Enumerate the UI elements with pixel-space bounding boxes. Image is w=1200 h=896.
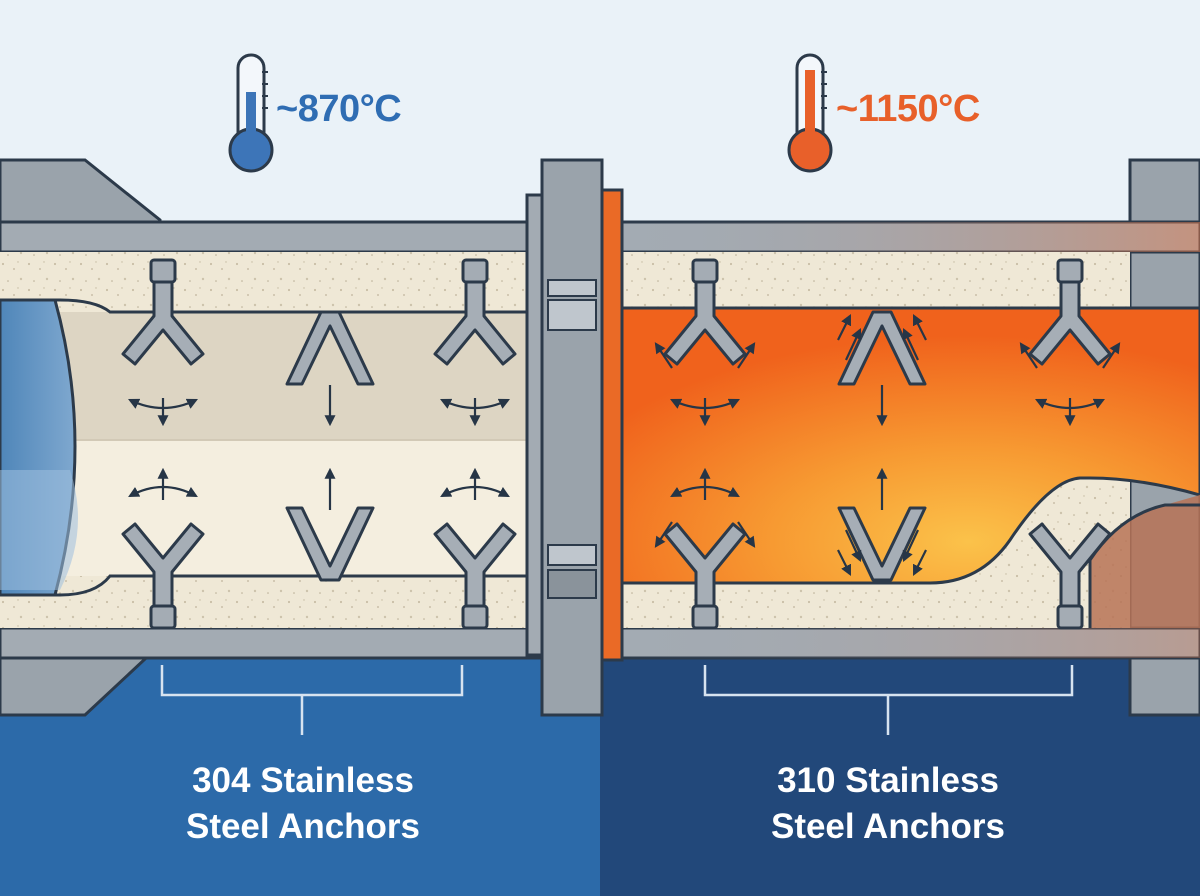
center-flange-icon bbox=[542, 160, 602, 715]
left-temperature-label: ~870°C bbox=[276, 88, 401, 131]
left-caption-line1: 304 Stainless bbox=[93, 758, 513, 804]
left-caption-line2: Steel Anchors bbox=[93, 804, 513, 850]
right-caption-line1: 310 Stainless bbox=[678, 758, 1098, 804]
right-caption: 310 Stainless Steel Anchors bbox=[678, 758, 1098, 850]
right-caption-line2: Steel Anchors bbox=[678, 804, 1098, 850]
right-temperature-label: ~1150°C bbox=[836, 88, 980, 131]
left-caption: 304 Stainless Steel Anchors bbox=[93, 758, 513, 850]
